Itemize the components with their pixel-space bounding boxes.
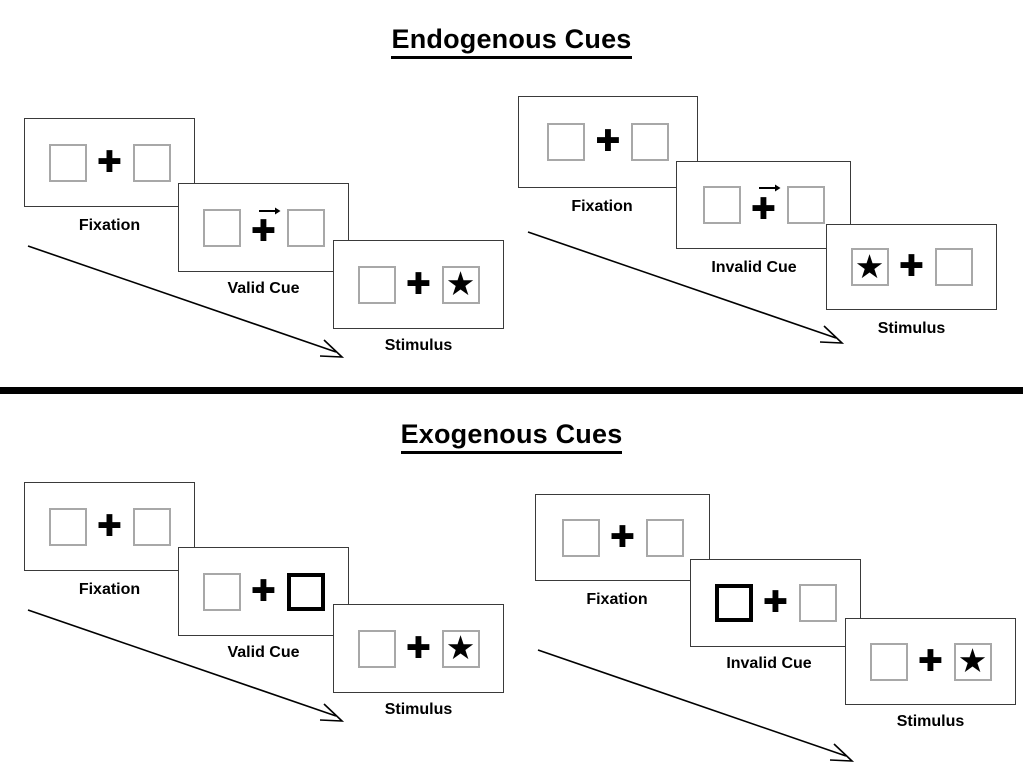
center-slot: ✚: [87, 505, 133, 549]
panel-endogenous-valid-stimulus: ✚ ★: [333, 240, 504, 329]
center-slot: ✚: [889, 245, 935, 289]
box-right: [798, 584, 837, 622]
box-right: [631, 123, 669, 161]
star-icon: ★: [445, 629, 476, 666]
box-left: [357, 629, 396, 668]
center-slot: ✚: [600, 516, 646, 560]
panel-label-endogenous-invalid-cue: Invalid Cue: [711, 259, 797, 276]
fixation-cross-icon: ✚: [405, 630, 432, 666]
box-right: [645, 518, 684, 557]
box-left: [547, 123, 585, 161]
panel-endogenous-invalid-fixation: ✚: [518, 96, 698, 188]
box-right-cued: [286, 572, 325, 611]
panel-label-exogenous-valid-fixation: Fixation: [78, 581, 141, 598]
panel-inner: ✚ ★: [869, 640, 992, 684]
panel-exogenous-valid-fixation: ✚: [24, 482, 195, 571]
box-right: [286, 208, 325, 247]
fixation-cross-icon: ✚: [762, 585, 789, 620]
flow-arrow-endogenous-valid: [27, 245, 345, 358]
panel-exogenous-invalid-fixation: ✚: [535, 494, 710, 581]
panel-label-endogenous-invalid-stimulus: Stimulus: [877, 320, 946, 337]
panel-inner: ✚: [561, 516, 684, 560]
cue-arrow-right-icon: [258, 207, 280, 214]
section-title-exogenous: Exogenous Cues: [0, 419, 1023, 454]
center-slot: ✚: [741, 183, 787, 227]
flow-arrow-exogenous-valid: [27, 609, 345, 722]
fixation-cross-icon: ✚: [898, 249, 925, 284]
box-left: [702, 186, 741, 224]
panel-endogenous-valid-fixation: ★ ✚: [24, 118, 195, 207]
panel-inner: ✚: [202, 570, 325, 614]
panel-endogenous-valid-cue: ✚: [178, 183, 349, 272]
panel-label-exogenous-valid-cue: Valid Cue: [227, 644, 300, 661]
fixation-cross-icon: ✚: [96, 144, 123, 180]
panel-inner: ★ ✚: [48, 141, 171, 185]
panel-endogenous-invalid-cue: ✚: [676, 161, 851, 249]
panel-label-exogenous-invalid-stimulus: Stimulus: [896, 713, 965, 730]
center-slot: ✚: [241, 206, 287, 250]
panel-inner: ✚: [48, 505, 171, 549]
box-right: ★: [441, 629, 480, 668]
panel-exogenous-invalid-stimulus: ✚ ★: [845, 618, 1016, 705]
box-left-cued: [714, 584, 753, 622]
panel-exogenous-valid-stimulus: ✚ ★: [333, 604, 504, 693]
box-left: [357, 265, 396, 304]
cue-arrow-right-icon: [758, 184, 780, 192]
fixation-cross-icon: ✚: [250, 573, 277, 609]
flow-arrow-exogenous-invalid: [537, 649, 855, 762]
center-slot: ✚: [87, 141, 133, 185]
panel-endogenous-invalid-stimulus: ★ ✚: [826, 224, 997, 310]
panel-inner: ✚: [714, 581, 837, 625]
panel-exogenous-invalid-cue: ✚: [690, 559, 861, 647]
panel-inner: ★ ✚: [850, 245, 973, 289]
box-right: ★: [953, 642, 992, 681]
panel-inner: ✚ ★: [357, 263, 480, 307]
panel-inner: ✚: [547, 120, 669, 164]
panel-label-endogenous-invalid-fixation: Fixation: [571, 198, 633, 215]
box-left: ★: [850, 247, 889, 286]
panel-label-exogenous-invalid-fixation: Fixation: [586, 591, 648, 608]
fixation-cross-icon: ✚: [250, 214, 277, 249]
section-title-endogenous-text: Endogenous Cues: [391, 24, 632, 59]
box-right: ★: [441, 265, 480, 304]
box-right: [934, 248, 973, 286]
section-title-endogenous: Endogenous Cues: [0, 24, 1023, 59]
box-right: [132, 507, 171, 546]
center-slot: ✚: [241, 570, 287, 614]
panel-inner: ✚: [202, 206, 325, 250]
star-icon: ★: [854, 247, 885, 285]
panel-exogenous-valid-cue: ✚: [178, 547, 349, 636]
section-divider: [0, 387, 1023, 394]
fixation-cross-icon: ✚: [96, 508, 123, 544]
box-left: ★: [48, 143, 87, 182]
panel-inner: ✚: [702, 183, 825, 227]
fixation-cross-icon: ✚: [595, 124, 621, 159]
panel-label-exogenous-invalid-cue: Invalid Cue: [726, 655, 812, 672]
box-right: [132, 143, 171, 182]
box-left: [561, 518, 600, 557]
fixation-cross-icon: ✚: [750, 191, 777, 227]
box-right: [786, 186, 825, 224]
section-title-exogenous-text: Exogenous Cues: [400, 419, 623, 454]
center-slot: ✚: [396, 263, 442, 307]
star-icon: ★: [957, 642, 988, 679]
fixation-cross-icon: ✚: [405, 266, 432, 302]
panel-label-endogenous-valid-stimulus: Stimulus: [384, 337, 453, 354]
center-slot: ✚: [585, 120, 631, 164]
box-left: [202, 208, 241, 247]
panel-inner: ✚ ★: [357, 627, 480, 671]
box-left: [48, 507, 87, 546]
fixation-cross-icon: ✚: [917, 643, 944, 679]
fixation-cross-icon: ✚: [609, 519, 636, 555]
panel-label-endogenous-valid-cue: Valid Cue: [227, 280, 300, 297]
center-slot: ✚: [753, 581, 799, 625]
box-left: [202, 572, 241, 611]
box-left: [869, 642, 908, 681]
star-icon: ★: [445, 265, 476, 302]
center-slot: ✚: [396, 627, 442, 671]
flow-arrow-endogenous-invalid: [527, 231, 845, 344]
panel-label-exogenous-valid-stimulus: Stimulus: [384, 701, 453, 718]
center-slot: ✚: [908, 640, 954, 684]
panel-label-endogenous-valid-fixation: Fixation: [78, 217, 141, 234]
